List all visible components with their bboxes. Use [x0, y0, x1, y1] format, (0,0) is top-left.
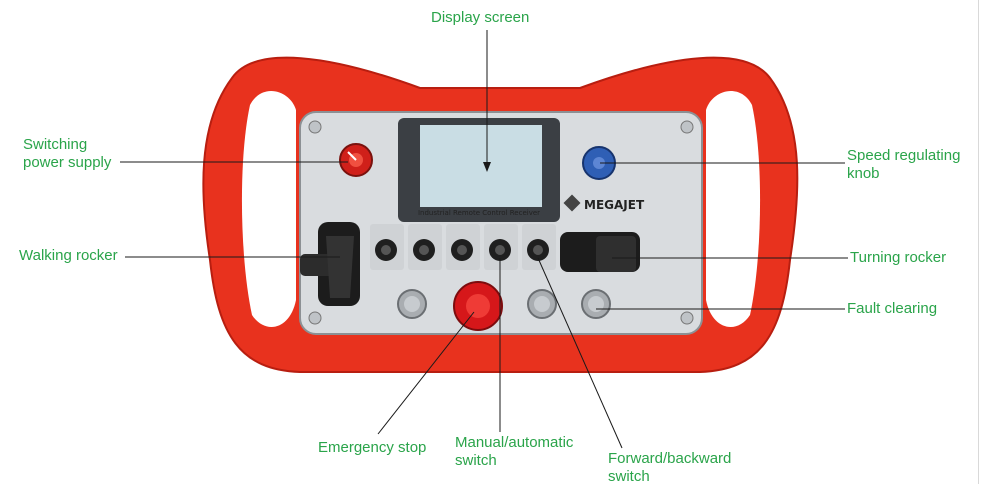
- push-button-mid[interactable]: [527, 289, 557, 319]
- label-forward-backward-switch: Forward/backward switch: [608, 450, 732, 485]
- toggle-switch-row: [370, 224, 556, 270]
- power-switch-knob[interactable]: [339, 143, 373, 177]
- leader-line-estop: [377, 311, 475, 435]
- label-switching-power-supply: Switching power supply: [23, 136, 112, 171]
- display-screen: Industrial Remote Control Receiver: [398, 118, 560, 222]
- forward-backward-toggle[interactable]: [522, 224, 556, 270]
- label-speed-knob: Speed regulating knob: [847, 147, 961, 182]
- turning-rocker[interactable]: [560, 232, 640, 272]
- brand-text: MEGAJET: [584, 198, 645, 212]
- fault-clearing-button[interactable]: [581, 289, 611, 319]
- leader-line-forward: [537, 257, 623, 449]
- label-turning-rocker: Turning rocker: [850, 249, 947, 266]
- toggle-switch[interactable]: [408, 224, 442, 270]
- screen-caption: Industrial Remote Control Receiver: [418, 209, 540, 217]
- label-fault-clearing: Fault clearing: [847, 300, 938, 317]
- manual-auto-toggle[interactable]: [484, 224, 518, 270]
- label-manual-auto-switch: Manual/automatic switch: [455, 434, 574, 469]
- leader-lines: [120, 30, 848, 449]
- emergency-stop-button[interactable]: [453, 281, 503, 331]
- push-button-left[interactable]: [397, 289, 427, 319]
- label-walking-rocker: Walking rocker: [19, 247, 118, 264]
- page-edge: [978, 0, 979, 484]
- brand-logo: MEGAJET: [563, 194, 645, 212]
- label-emergency-stop: Emergency stop: [318, 439, 427, 456]
- arrowhead: [483, 162, 491, 172]
- toggle-switch[interactable]: [370, 224, 404, 270]
- walking-rocker[interactable]: [300, 222, 360, 306]
- toggle-switch[interactable]: [446, 224, 480, 270]
- label-display-screen: Display screen: [431, 9, 530, 26]
